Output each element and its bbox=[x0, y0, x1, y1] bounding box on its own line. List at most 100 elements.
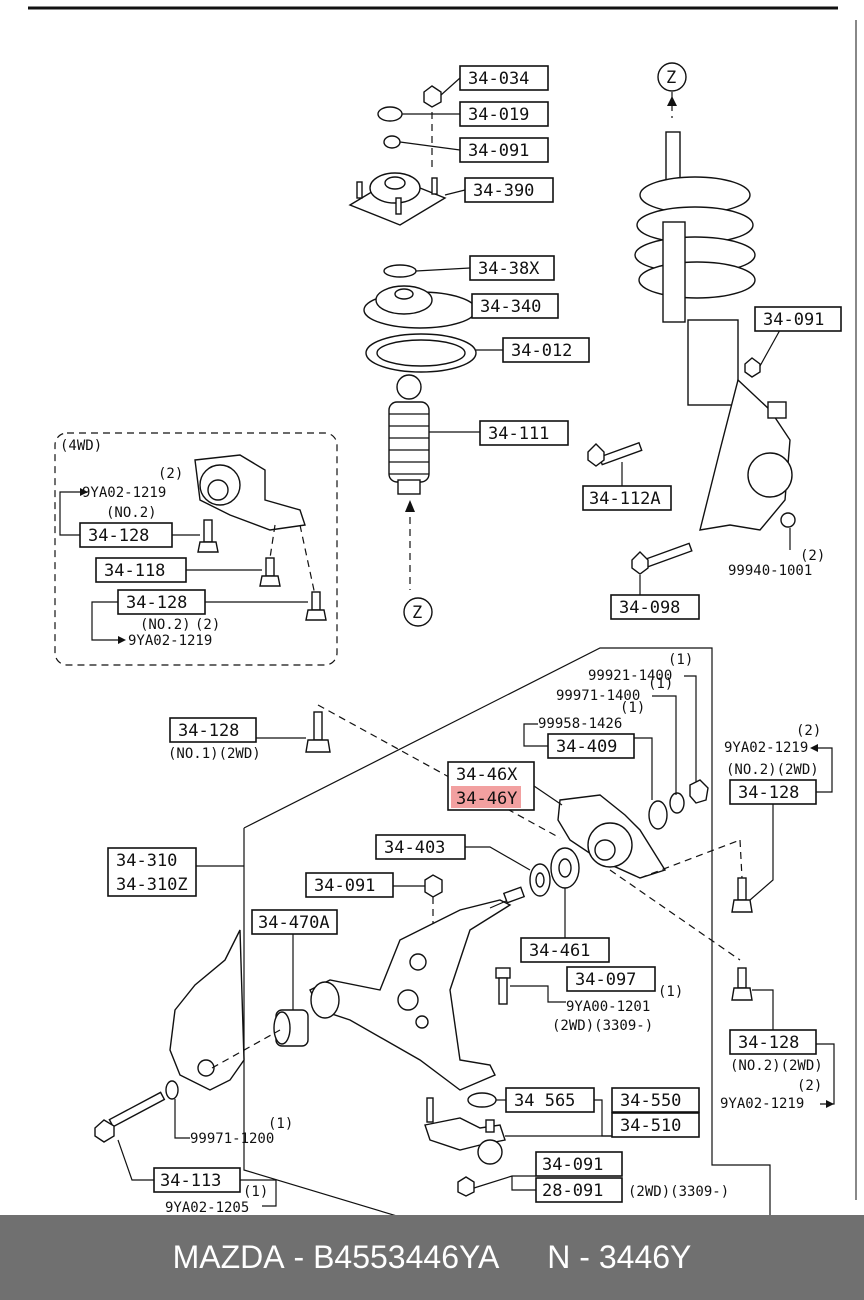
washer-99971-1200 bbox=[165, 1080, 179, 1100]
label-34-128-left[interactable]: 34-128 bbox=[169, 717, 257, 743]
lower-control-arm bbox=[309, 886, 526, 1091]
label-34-012[interactable]: 34-012 bbox=[502, 337, 590, 363]
4wd-label-34-128-bot[interactable]: 34-128 bbox=[117, 589, 206, 615]
label-99921-1400[interactable]: 99921-1400 bbox=[588, 668, 672, 684]
svg-text:34-113: 34-113 bbox=[160, 1171, 221, 1191]
svg-text:34-390: 34-390 bbox=[473, 181, 534, 201]
label-99971-1400[interactable]: 99971-1400 bbox=[556, 688, 640, 704]
footer-part-number: B4553446YA bbox=[313, 1239, 500, 1275]
label-34-091-mid[interactable]: 34-091 bbox=[305, 872, 394, 898]
label-28-091[interactable]: 28-091 bbox=[535, 1177, 623, 1203]
label-34-38x[interactable]: 34-38X bbox=[469, 255, 555, 281]
4wd-qty-bot: (2) bbox=[195, 617, 220, 633]
label-34-019[interactable]: 34-019 bbox=[459, 101, 549, 127]
washer-34-409 bbox=[648, 800, 668, 830]
nut-99921-1400 bbox=[689, 779, 709, 804]
label-34-034[interactable]: 34-034 bbox=[459, 65, 549, 91]
strut-mount bbox=[348, 172, 447, 226]
4wd-bolt-2 bbox=[259, 557, 281, 587]
footer-brand: MAZDA bbox=[172, 1239, 285, 1275]
4wd-no2-bot: (NO.2) bbox=[140, 617, 191, 633]
label-2wd-3309-mid: (2WD)(3309-) bbox=[552, 1018, 653, 1034]
label-34-091-right[interactable]: 34-091 bbox=[754, 306, 842, 332]
label-34-403[interactable]: 34-403 bbox=[375, 834, 466, 860]
4wd-9ya02-1219-top[interactable]: 9YA02-1219 bbox=[82, 485, 166, 501]
ref-z-top: Z bbox=[666, 68, 676, 88]
r-label-34-128-bot[interactable]: 34-128 bbox=[729, 1029, 817, 1055]
svg-text:34-112A: 34-112A bbox=[589, 489, 661, 509]
label-99971-1200[interactable]: 99971-1200 bbox=[190, 1131, 274, 1147]
svg-text:34-128: 34-128 bbox=[178, 721, 239, 741]
label-34-111[interactable]: 34-111 bbox=[479, 420, 569, 446]
label-34-461[interactable]: 34-461 bbox=[520, 937, 610, 963]
label-99958-1426[interactable]: 99958-1426 bbox=[538, 716, 622, 732]
svg-text:28-091: 28-091 bbox=[542, 1181, 603, 1201]
label-34-340[interactable]: 34-340 bbox=[471, 293, 559, 319]
label-34-091-bot[interactable]: 34-091 bbox=[535, 1151, 623, 1177]
knuckle-nut bbox=[744, 357, 761, 378]
label-34-113[interactable]: 34-113 bbox=[153, 1167, 241, 1193]
label-34-097[interactable]: 34-097 bbox=[566, 966, 656, 992]
washer-38x bbox=[383, 264, 417, 278]
4wd-bolt-3 bbox=[305, 591, 327, 621]
label-9ya00-1201[interactable]: 9YA00-1201 bbox=[566, 999, 650, 1015]
svg-text:34-111: 34-111 bbox=[488, 424, 549, 444]
r-qty-top: (2) bbox=[796, 723, 821, 739]
ball-joint-seal bbox=[467, 1092, 497, 1108]
label-34-091-top[interactable]: 34-091 bbox=[459, 137, 549, 163]
ref-circle-z-bottom bbox=[403, 597, 433, 627]
washer-34-403 bbox=[529, 863, 551, 897]
knuckle-nut-99940 bbox=[780, 512, 796, 528]
svg-text:34-118: 34-118 bbox=[104, 561, 165, 581]
label-34-470a[interactable]: 34-470A bbox=[251, 909, 338, 935]
svg-text:34 565: 34 565 bbox=[514, 1091, 575, 1111]
bolt-34-097 bbox=[495, 967, 511, 1005]
svg-text:34-340: 34-340 bbox=[480, 297, 541, 317]
knuckle-bolt-112a bbox=[587, 441, 643, 467]
nut-34-091-bot bbox=[457, 1176, 475, 1197]
4wd-label-34-118[interactable]: 34-118 bbox=[95, 557, 187, 583]
svg-text:34-46Y: 34-46Y bbox=[456, 789, 517, 809]
svg-text:34-550: 34-550 bbox=[620, 1091, 681, 1111]
4wd-bushing-bracket bbox=[194, 454, 306, 531]
r-qty-bot: (2) bbox=[797, 1078, 822, 1094]
svg-text:34-310: 34-310 bbox=[116, 851, 177, 871]
label-34-550[interactable]: 34-550 bbox=[611, 1087, 700, 1113]
label-34-390[interactable]: 34-390 bbox=[464, 177, 554, 203]
bearing-seat bbox=[363, 285, 477, 329]
r-9ya02-1219-top[interactable]: 9YA02-1219 bbox=[724, 740, 808, 756]
r-9ya02-1219-bot[interactable]: 9YA02-1219 bbox=[720, 1096, 804, 1112]
label-34-098[interactable]: 34-098 bbox=[610, 594, 700, 620]
lock-nut bbox=[383, 135, 401, 149]
svg-text:34-310Z: 34-310Z bbox=[116, 875, 188, 895]
rear-bushing-bracket bbox=[557, 794, 667, 879]
spring-seat bbox=[365, 333, 477, 373]
r-label-34-128-top[interactable]: 34-128 bbox=[729, 779, 817, 805]
svg-text:34-012: 34-012 bbox=[511, 341, 572, 361]
label-34-565[interactable]: 34 565 bbox=[505, 1087, 595, 1113]
svg-text:34-097: 34-097 bbox=[575, 970, 636, 990]
bushing-34-461 bbox=[550, 847, 580, 889]
svg-text:34-128: 34-128 bbox=[88, 526, 149, 546]
label-34-510[interactable]: 34-510 bbox=[611, 1112, 700, 1138]
label-34-409[interactable]: 34-409 bbox=[547, 733, 635, 759]
label-99940-1001[interactable]: 99940-1001 bbox=[728, 563, 812, 579]
qty-99971-1200: (1) bbox=[268, 1116, 293, 1132]
bump-stop-boot bbox=[388, 374, 430, 495]
svg-text:34-403: 34-403 bbox=[384, 838, 445, 858]
4wd-bolt-1 bbox=[197, 519, 219, 553]
label-34-310-group[interactable]: 34-310 34-310Z bbox=[107, 847, 197, 897]
ball-joint bbox=[424, 1097, 506, 1165]
label-9ya02-1205[interactable]: 9YA02-1205 bbox=[165, 1200, 249, 1215]
svg-text:34-510: 34-510 bbox=[620, 1116, 681, 1136]
label-34-46y-highlight[interactable]: 34-46Y bbox=[451, 786, 521, 809]
4wd-9ya02-1219-bot[interactable]: 9YA02-1219 bbox=[128, 633, 212, 649]
ref-z-bottom: Z bbox=[412, 603, 422, 623]
4wd-label-34-128-top[interactable]: 34-128 bbox=[79, 522, 173, 548]
label-34-112a[interactable]: 34-112A bbox=[582, 485, 672, 511]
footer-separator: - bbox=[284, 1239, 314, 1275]
label-no1-2wd: (NO.1)(2WD) bbox=[168, 746, 261, 762]
subframe bbox=[169, 929, 245, 1091]
svg-text:34-128: 34-128 bbox=[738, 783, 799, 803]
